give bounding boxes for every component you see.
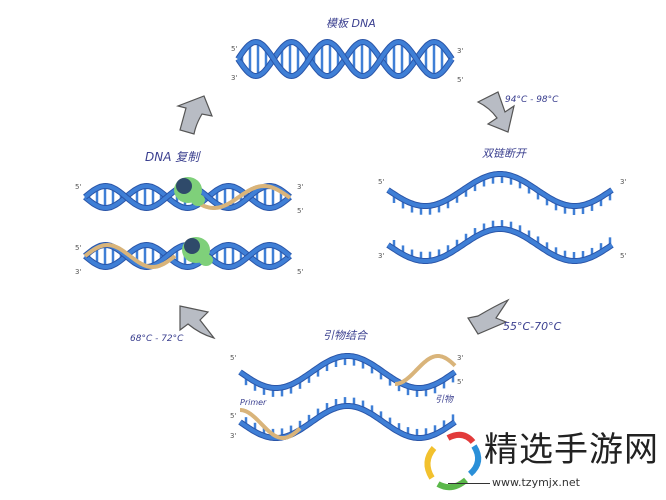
arrow-denature-icon	[476, 91, 515, 133]
arrow-extend-icon	[179, 305, 216, 340]
end-label: 5'	[75, 183, 82, 191]
end-label: 3'	[231, 74, 238, 82]
template-dna-strand-b	[236, 39, 454, 79]
primer-strand	[395, 354, 457, 386]
separated-strand-bottom	[386, 227, 614, 263]
polymerase-icon	[191, 194, 205, 206]
end-label: 5'	[231, 45, 238, 53]
polymerase-core-icon	[184, 238, 200, 254]
end-label: 5'	[457, 76, 464, 84]
label-anneal: 引物结合	[323, 329, 367, 342]
end-label: 5'	[620, 252, 627, 260]
watermark-title: 精选手游网	[484, 430, 659, 470]
watermark-url: www.tzymjx.net	[492, 476, 580, 489]
end-label: 3'	[230, 432, 237, 440]
end-label: 5'	[230, 412, 237, 420]
polymerase-core-icon	[176, 178, 192, 194]
watermark-rule	[448, 483, 490, 484]
end-label: 5'	[75, 244, 82, 252]
watermark-logo-icon	[424, 431, 482, 491]
end-label: 5'	[378, 178, 385, 186]
label-template-dna: 模板 DNA	[326, 17, 376, 30]
arrow-cycle-icon	[176, 95, 213, 135]
label-denature-temp: 94°C - 98°C	[505, 95, 559, 105]
annealed-strand-top	[238, 353, 457, 391]
end-label: 3'	[620, 178, 627, 186]
polymerase-icon	[199, 254, 213, 266]
new-strand	[83, 243, 177, 269]
end-label: 5'	[297, 207, 304, 215]
end-label: 5'	[230, 354, 237, 362]
end-label: 5'	[457, 378, 464, 386]
replicating-dna-bottom-strand-a	[83, 242, 292, 270]
separated-strand-top	[386, 172, 614, 208]
separated-strand-top	[386, 171, 614, 209]
end-label: 3'	[457, 354, 464, 362]
label-anneal-temp: 55°C-70°C	[503, 320, 562, 333]
new-strand	[199, 184, 292, 210]
annealed-strand-top	[238, 354, 457, 390]
label-primer-cn: 引物	[435, 395, 454, 405]
watermark: 精选手游网 www.tzymjx.net	[418, 428, 666, 498]
replicating-dna-top-strand-a	[83, 183, 292, 211]
end-label: 5'	[297, 268, 304, 276]
end-label: 3'	[75, 268, 82, 276]
end-label: 3'	[378, 252, 385, 260]
end-label: 3'	[457, 47, 464, 55]
primer-strand	[240, 408, 302, 440]
label-denature: 双链断开	[482, 147, 526, 160]
arrow-anneal-icon	[467, 298, 510, 335]
label-replication: DNA 复制	[145, 150, 200, 164]
label-primer-en: Primer	[240, 398, 267, 407]
end-label: 3'	[297, 183, 304, 191]
label-extend-temp: 68°C - 72°C	[130, 334, 184, 344]
